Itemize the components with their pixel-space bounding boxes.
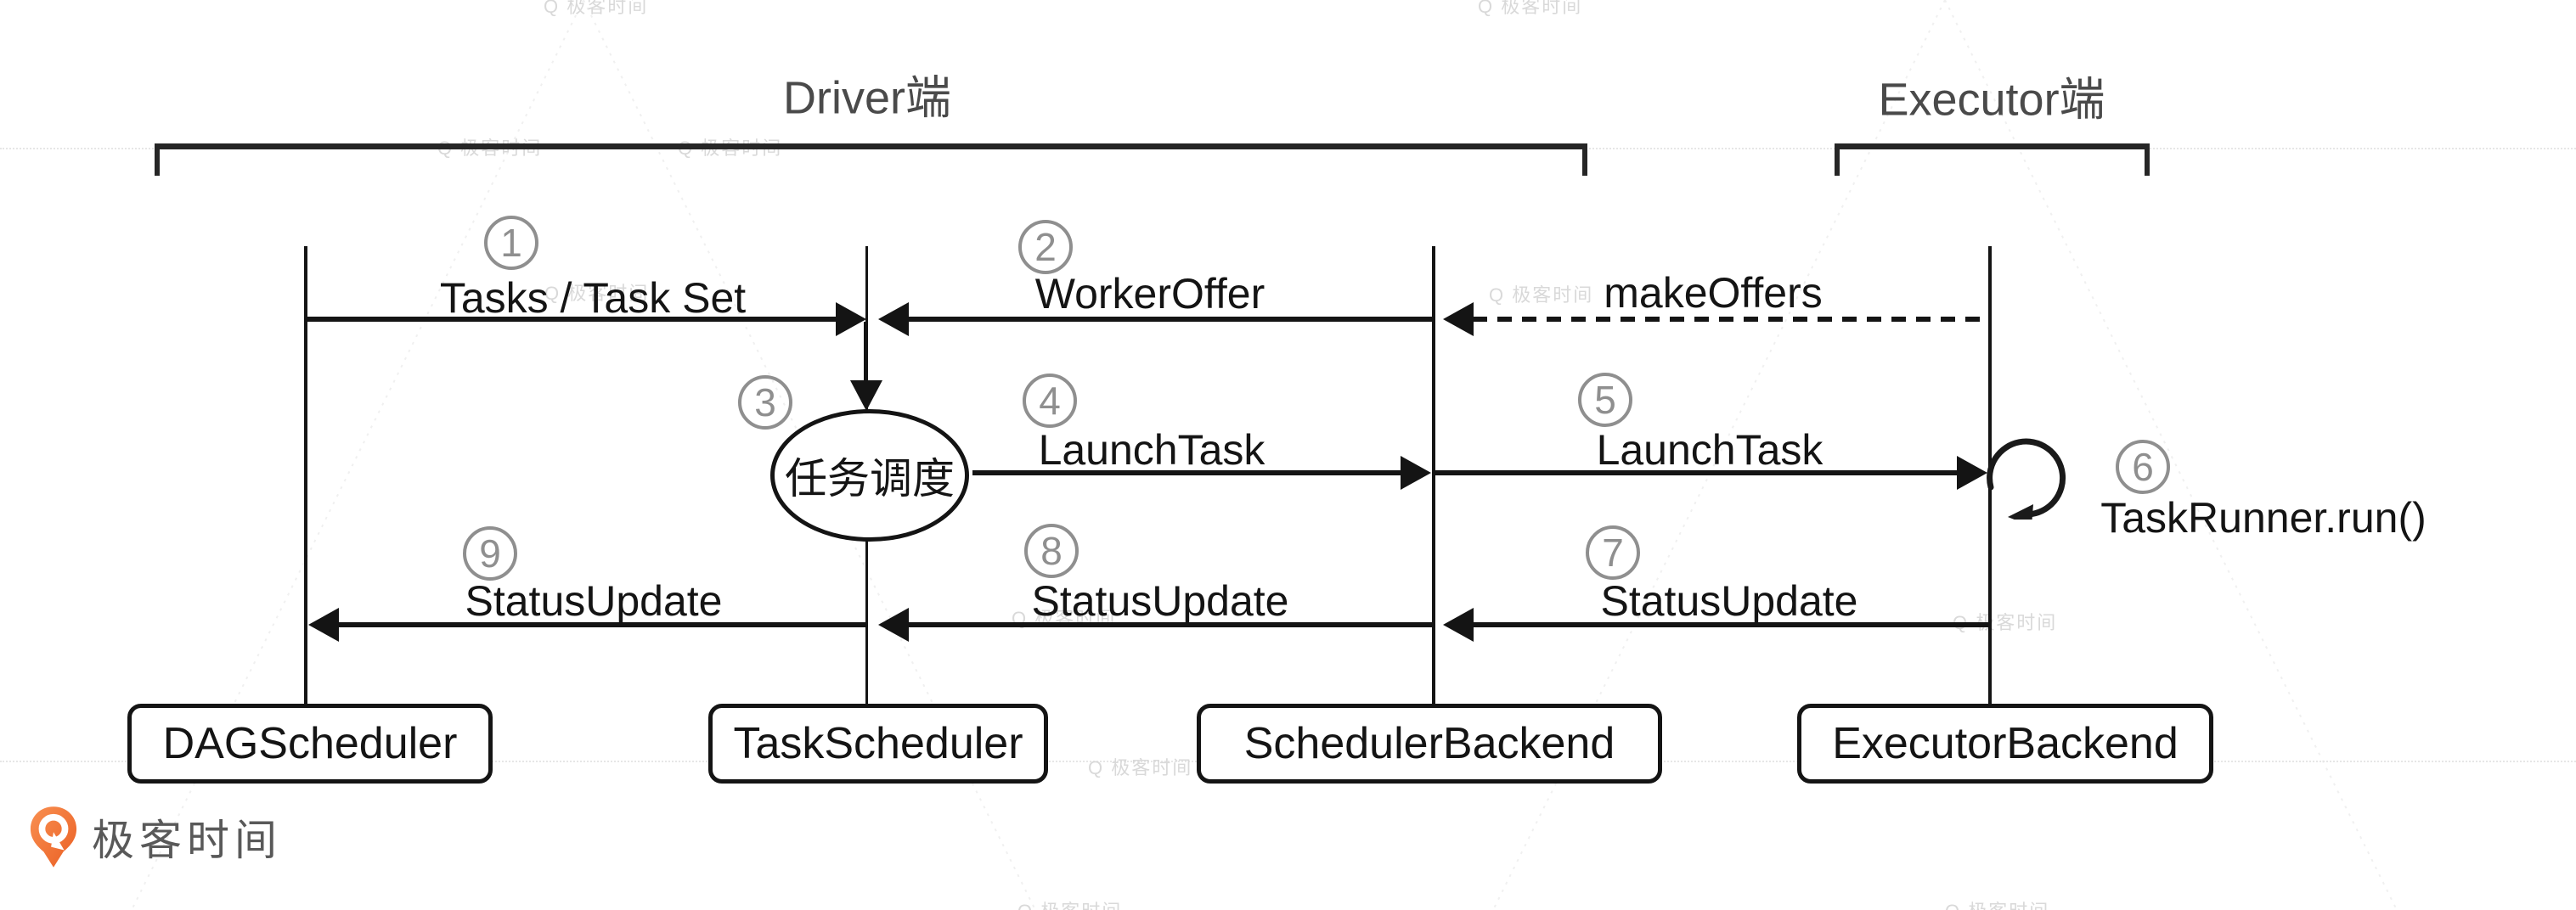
driver-section-title: Driver端 [783, 72, 951, 124]
task-scheduling-ellipse: 任务调度 [770, 409, 969, 542]
watermark-text: Q 极客时间 [1945, 896, 2049, 910]
watermark-text: Q 极客时间 [544, 0, 649, 17]
label-status-update-9: StatusUpdate [465, 577, 723, 625]
watermark-text: Q 极客时间 [1953, 612, 2058, 633]
box-schedulerbackend-label: SchedulerBackend [1243, 719, 1615, 768]
box-executorbackend-label: ExecutorBackend [1832, 719, 2179, 768]
watermark-text: Q 极客时间 [1088, 757, 1193, 778]
arrow-launch-task-to-schedulerbackend [972, 470, 1401, 475]
watermark-text: Q 极客时间 [1489, 284, 1594, 306]
lifeline-dagscheduler [304, 246, 307, 704]
geektime-logo: 极客时间 [29, 805, 282, 869]
box-executorbackend: ExecutorBackend [1797, 704, 2213, 784]
arrow-status-update-7 [1473, 622, 1988, 627]
arrow-tasks-task-set [306, 317, 837, 322]
box-dagscheduler-label: DAGScheduler [162, 719, 458, 768]
step-circle-3: 3 [738, 375, 792, 430]
label-launch-task-5: LaunchTask [1596, 426, 1823, 474]
step-circle-9: 9 [463, 526, 517, 581]
label-worker-offer: WorkerOffer [1034, 270, 1265, 317]
step-circle-6: 6 [2116, 440, 2170, 494]
task-runner-loop-icon [1987, 438, 2066, 520]
box-schedulerbackend: SchedulerBackend [1197, 704, 1662, 784]
task-scheduling-label: 任务调度 [785, 455, 955, 503]
geektime-pin-icon [30, 806, 77, 868]
box-taskscheduler-label: TaskScheduler [733, 719, 1023, 768]
label-status-update-7: StatusUpdate [1600, 577, 1858, 625]
label-status-update-8: StatusUpdate [1031, 577, 1289, 625]
arrow-launch-task-to-executorbackend [1435, 470, 1958, 475]
step-circle-1: 1 [484, 216, 538, 270]
step-circle-5: 5 [1578, 373, 1632, 427]
label-launch-task-4: LaunchTask [1038, 426, 1265, 474]
watermark-text: Q 极客时间 [544, 283, 650, 304]
arrow-down-into-scheduling [864, 322, 868, 381]
driver-section-bracket [155, 143, 1587, 176]
step-circle-4: 4 [1023, 374, 1077, 428]
label-make-offers: makeOffers [1604, 269, 1823, 317]
step-circle-7: 7 [1586, 525, 1640, 580]
step-circle-2: 2 [1018, 220, 1073, 274]
box-taskscheduler: TaskScheduler [708, 704, 1048, 784]
box-dagscheduler: DAGScheduler [127, 704, 493, 784]
geektime-logo-text: 极客时间 [92, 817, 282, 864]
executor-section-title: Executor端 [1878, 74, 2105, 126]
label-task-runner-run: TaskRunner.run() [2100, 494, 2427, 542]
arrow-status-update-9 [338, 622, 865, 627]
label-tasks-task-set: Tasks / Task Set [439, 274, 747, 322]
watermark-text: Q 极客时间 [1478, 0, 1583, 17]
executor-section-bracket [1835, 143, 2150, 176]
arrow-status-update-8 [908, 622, 1432, 627]
arrow-worker-offer [908, 317, 1432, 322]
step-circle-8: 8 [1024, 524, 1079, 578]
watermark-text: Q 极客时间 [1017, 896, 1122, 910]
lifeline-schedulerbackend [1432, 246, 1435, 704]
arrow-make-offers-dashed [1473, 317, 1988, 322]
